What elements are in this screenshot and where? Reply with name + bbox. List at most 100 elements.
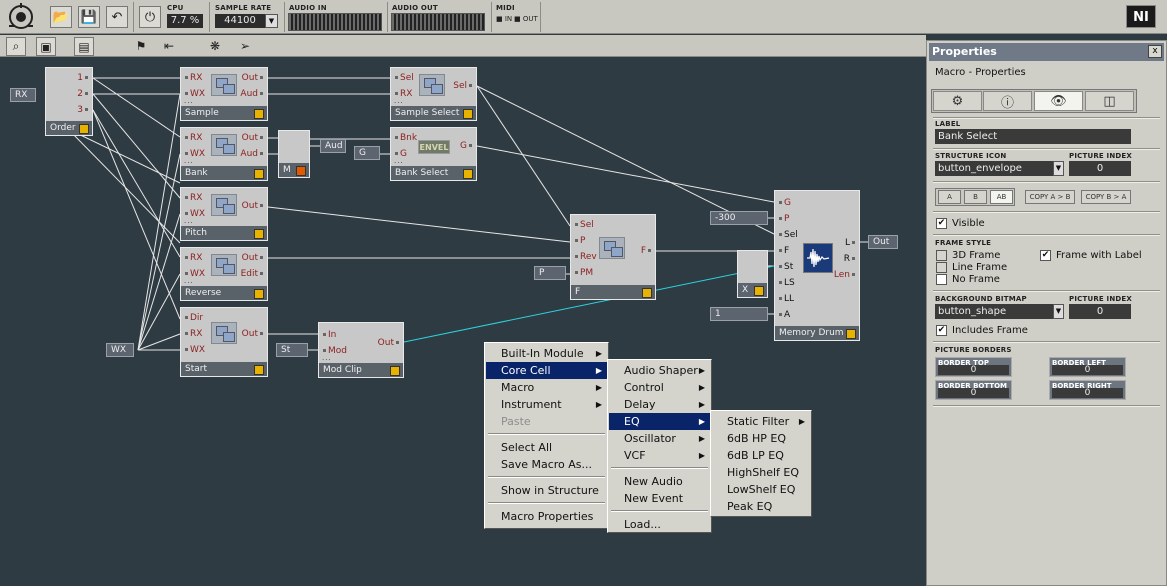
minus-300-value-box[interactable]: -300 [710, 211, 768, 225]
memory-drum-out-r[interactable]: R [844, 253, 857, 265]
bank-in-rx[interactable]: RX [183, 132, 202, 144]
border-top-field[interactable]: BORDER TOP 0 [935, 357, 1012, 377]
memory-drum-out-l[interactable]: L [845, 237, 857, 249]
pitch-in-rx[interactable]: RX [183, 192, 202, 204]
bank-out-aud[interactable]: Aud [240, 148, 265, 160]
border-right-value[interactable]: 0 [1052, 388, 1123, 398]
bank-module[interactable]: RX WX Out Aud ... Bank [180, 127, 268, 181]
save-disk-icon[interactable]: 💾 [78, 6, 100, 28]
bank-out-out[interactable]: Out [242, 132, 265, 144]
menu-item-vcf[interactable]: VCF▶ [624, 449, 705, 462]
border-left-field[interactable]: BORDER LEFT 0 [1049, 357, 1126, 377]
menu-item-instrument[interactable]: Instrument▶ [501, 398, 602, 411]
bank-select-module[interactable]: Bnk G G ENVEL ... Bank Select [390, 127, 477, 181]
memory-drum-module[interactable]: G P Sel F St LS LL A L R Len Memory Drum [774, 190, 860, 341]
f-in-pm[interactable]: PM [573, 267, 593, 279]
tab-functions[interactable]: ⚙ [933, 91, 982, 111]
copy-a-to-b-button[interactable]: COPY A > B [1025, 190, 1075, 204]
bank-in-wx[interactable]: WX [183, 148, 205, 160]
memory-drum-in-st[interactable]: St [777, 261, 793, 273]
sample-rate-select[interactable]: 44100 [215, 14, 265, 28]
picture-index2-input[interactable]: 0 [1069, 304, 1131, 319]
bug-icon[interactable]: ❋ [209, 38, 221, 53]
view-b-button[interactable]: B [964, 190, 987, 204]
menu-item-built-in-module[interactable]: Built-In Module▶ [501, 347, 602, 360]
x-module[interactable]: X [737, 250, 768, 298]
chevron-down-icon[interactable]: ▼ [1053, 161, 1064, 176]
structure-canvas[interactable]: RX 1 2 3 Order RX WX Out Aud ... Sample … [0, 57, 926, 586]
border-bottom-field[interactable]: BORDER BOTTOM 0 [935, 380, 1012, 400]
menu-item-control[interactable]: Control▶ [624, 381, 705, 394]
picture-icon[interactable]: ▣ [36, 37, 56, 56]
f-module[interactable]: Sel P Rev PM F F [570, 214, 656, 300]
menu-item-static-filter[interactable]: Static Filter▶ [727, 415, 805, 428]
bank-select-in-bnk[interactable]: Bnk [393, 132, 417, 144]
mod-clip-in-in[interactable]: In [321, 329, 336, 341]
border-left-value[interactable]: 0 [1052, 365, 1123, 375]
menu-item-6db-lp-eq[interactable]: 6dB LP EQ [727, 449, 784, 462]
start-in-dir[interactable]: Dir [183, 312, 203, 324]
reverse-in-wx[interactable]: WX [183, 268, 205, 280]
memory-drum-in-a[interactable]: A [777, 309, 790, 321]
visible-checkbox[interactable]: ✔ [936, 218, 947, 229]
order-out-2[interactable]: 2 [77, 88, 90, 100]
undo-icon[interactable]: ↶ [106, 6, 128, 28]
sample-select-in-rx[interactable]: RX [393, 88, 412, 100]
menu-item-oscillator[interactable]: Oscillator▶ [624, 432, 705, 445]
st-value-box[interactable]: St [276, 343, 308, 357]
mod-clip-module[interactable]: In Mod Out ... Mod Clip [318, 322, 404, 378]
sample-select-module[interactable]: Sel RX Sel ... Sample Select [390, 67, 477, 121]
memory-drum-out-len[interactable]: Len [834, 269, 857, 281]
start-module[interactable]: Dir RX WX Out Start [180, 307, 268, 377]
menu-item-save-macro-as[interactable]: Save Macro As... [501, 458, 593, 471]
memory-drum-in-p[interactable]: P [777, 213, 789, 225]
power-icon[interactable]: ⏻ [139, 6, 161, 28]
sample-select-out-sel[interactable]: Sel [453, 80, 474, 92]
view-a-button[interactable]: A [938, 190, 961, 204]
wx-value-box[interactable]: WX [106, 343, 134, 357]
menu-item-lowshelf-eq[interactable]: LowShelf EQ [727, 483, 796, 496]
sample-out-aud[interactable]: Aud [240, 88, 265, 100]
border-bottom-value[interactable]: 0 [938, 388, 1009, 398]
out-value-box[interactable]: Out [868, 235, 898, 249]
memory-drum-in-f[interactable]: F [777, 245, 789, 257]
pitch-module[interactable]: RX WX Out ... Pitch [180, 187, 268, 241]
tab-structure[interactable]: ◫ [1085, 91, 1134, 111]
sample-in-wx[interactable]: WX [183, 88, 205, 100]
tab-info[interactable]: ⓘ [983, 91, 1032, 111]
f-out-f[interactable]: F [641, 245, 653, 257]
menu-item-macro-properties[interactable]: Macro Properties [501, 510, 594, 523]
pitch-in-wx[interactable]: WX [183, 208, 205, 220]
menu-item-delay[interactable]: Delay▶ [624, 398, 705, 411]
chevron-down-icon[interactable]: ▼ [1053, 304, 1064, 319]
m-module[interactable]: M [278, 130, 310, 178]
sample-select-in-sel[interactable]: Sel [393, 72, 414, 84]
order-out-1[interactable]: 1 [77, 72, 90, 84]
border-right-field[interactable]: BORDER RIGHT 0 [1049, 380, 1126, 400]
order-module[interactable]: 1 2 3 Order [45, 67, 93, 136]
frame-3d-radio[interactable] [936, 250, 947, 261]
copy-b-to-a-button[interactable]: COPY B > A [1081, 190, 1131, 204]
pitch-out-out[interactable]: Out [242, 200, 265, 212]
menu-item-peak-eq[interactable]: Peak EQ [727, 500, 773, 513]
structure-icon-select[interactable]: button_envelope [935, 161, 1053, 176]
rx-value-box[interactable]: RX [10, 88, 36, 102]
menu-item-new-audio[interactable]: New Audio [624, 475, 683, 488]
close-icon[interactable]: x [1148, 45, 1162, 58]
border-top-value[interactable]: 0 [938, 365, 1009, 375]
memory-drum-in-ll[interactable]: LL [777, 293, 794, 305]
tab-view[interactable]: 👁 [1034, 91, 1083, 111]
cursor-icon[interactable]: ➢ [239, 38, 251, 53]
frame-with-label-checkbox[interactable]: ✔ [1040, 250, 1051, 261]
picture-index-input[interactable]: 0 [1069, 161, 1131, 176]
f-in-sel[interactable]: Sel [573, 219, 594, 231]
frame-line-radio[interactable] [936, 262, 947, 273]
menu-item-macro[interactable]: Macro▶ [501, 381, 602, 394]
open-folder-icon[interactable]: 📂 [50, 6, 72, 28]
menu-item-6db-hp-eq[interactable]: 6dB HP EQ [727, 432, 787, 445]
reverse-out-edit[interactable]: Edit [241, 268, 265, 280]
bank-select-in-g[interactable]: G [393, 148, 407, 160]
menu-item-load[interactable]: Load... [624, 518, 661, 531]
background-bitmap-select[interactable]: button_shape [935, 304, 1053, 319]
menu-item-highshelf-eq[interactable]: HighShelf EQ [727, 466, 800, 479]
